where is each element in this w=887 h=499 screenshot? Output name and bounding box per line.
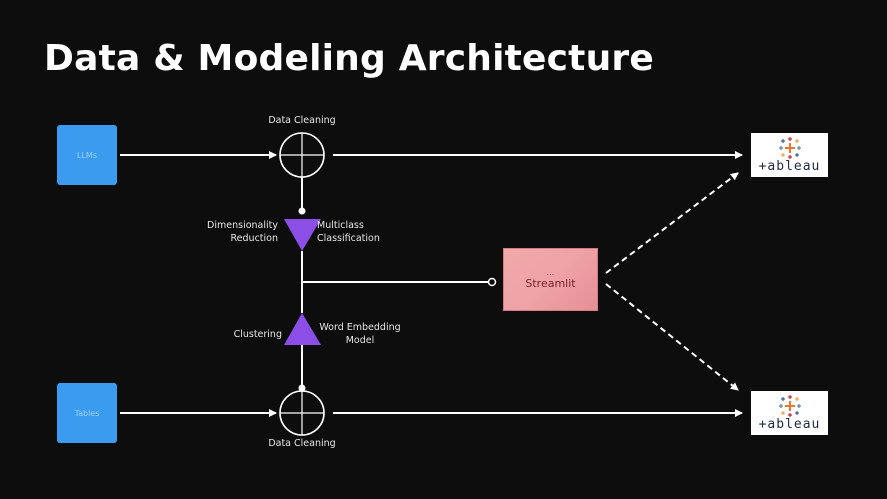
node-dot-top: [298, 207, 306, 215]
tables-source-box: Tables: [57, 383, 117, 443]
slide-title: Data & Modeling Architecture: [44, 38, 654, 79]
streamlit-logo-dots: ...: [546, 268, 555, 277]
tableau-logo-top: +ableau: [751, 133, 828, 177]
tableau-wordmark-bottom: +ableau: [758, 417, 821, 432]
data-cleaning-label-top: Data Cleaning: [268, 115, 336, 126]
data-cleaning-node-bottom: [279, 390, 325, 436]
llms-source-label: LLMs: [77, 150, 97, 160]
tableau-cross-icon: [778, 137, 801, 159]
multiclass-classification-label: Multiclass Classification: [317, 220, 380, 244]
streamlit-app-box: ... Streamlit: [503, 248, 598, 311]
word-embedding-model-label: Word Embedding Model: [319, 322, 401, 346]
tables-source-label: Tables: [74, 408, 100, 418]
edge-streamlit-to-tableau-top: [605, 172, 739, 274]
tableau-logo-bottom: +ableau: [751, 391, 828, 435]
data-cleaning-node-top: [279, 132, 325, 178]
tableau-cross-icon: [778, 395, 801, 417]
data-cleaning-label-bottom: Data Cleaning: [268, 438, 336, 449]
edge-streamlit-to-tableau-bottom: [605, 283, 739, 391]
dimensionality-reduction-triangle: [284, 219, 321, 251]
tableau-wordmark-top: +ableau: [758, 159, 821, 174]
dimensionality-reduction-label: Dimensionality Reduction: [207, 220, 278, 244]
node-dot-bottom: [298, 384, 306, 392]
clustering-triangle: [284, 313, 321, 345]
llms-source-box: LLMs: [57, 125, 117, 185]
streamlit-label: Streamlit: [525, 277, 576, 290]
clustering-label: Clustering: [233, 329, 282, 340]
node-ring-streamlit: [487, 277, 497, 287]
